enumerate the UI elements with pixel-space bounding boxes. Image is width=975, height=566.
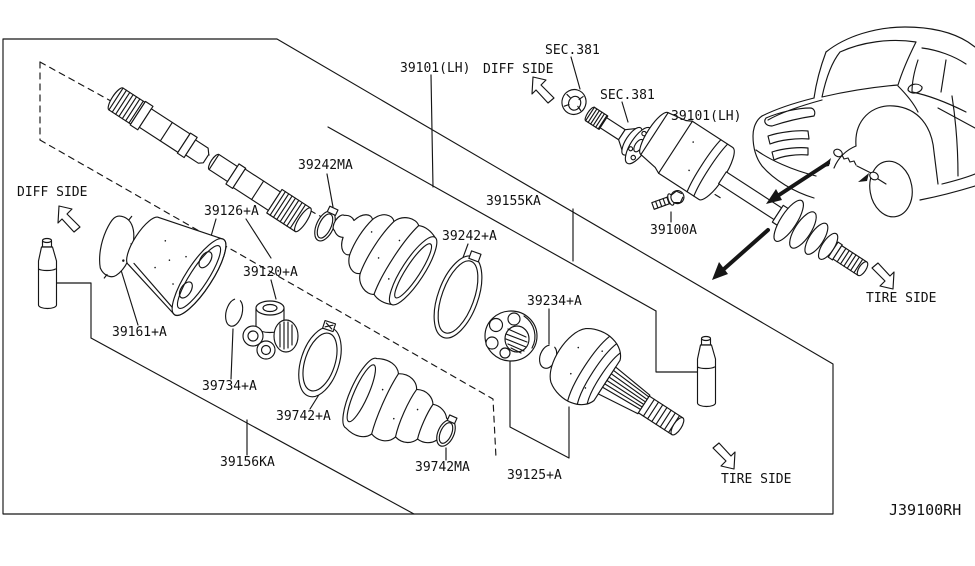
section-ref-seal: SEC.381 bbox=[545, 43, 600, 58]
grease-tube-right bbox=[696, 335, 717, 408]
grease-tube-left bbox=[37, 237, 58, 310]
part-label-39742ma: 39742MA bbox=[415, 460, 470, 475]
section-ref-flange: SEC.381 bbox=[600, 88, 655, 103]
diff-side-arrow-left bbox=[57, 205, 81, 233]
kit-panel-lines bbox=[90, 126, 657, 515]
part-label-39242a: 39242+A bbox=[442, 229, 497, 244]
removal-arrows bbox=[712, 161, 830, 280]
outer-boot-large-clamp bbox=[298, 319, 342, 398]
part-label-39155ka: 39155KA bbox=[486, 194, 541, 209]
part-label-39125a: 39125+A bbox=[507, 468, 562, 483]
part-label-39234a: 39234+A bbox=[527, 294, 582, 309]
part-label-39126a: 39126+A bbox=[204, 204, 259, 219]
spider-assembly bbox=[242, 300, 299, 360]
tire-side-label-bottom: TIRE SIDE bbox=[721, 472, 792, 487]
drive-shaft-assembly bbox=[639, 111, 869, 277]
outer-boot-small-clamp bbox=[436, 414, 458, 447]
snap-ring bbox=[225, 298, 244, 327]
part-label-39101-exploded: 39101(LH) bbox=[400, 61, 471, 76]
part-label-39161a: 39161+A bbox=[112, 325, 167, 340]
drive-shaft-outer-section bbox=[207, 153, 312, 233]
inner-boot-large-clamp bbox=[433, 250, 483, 339]
tire-side-arrow-right bbox=[871, 262, 895, 290]
inner-joint-housing bbox=[126, 216, 227, 317]
tire-side-arrow-bottom bbox=[712, 442, 736, 470]
diff-side-label-left: DIFF SIDE bbox=[17, 185, 88, 200]
ball-cage bbox=[484, 310, 538, 362]
installed-axle bbox=[819, 148, 887, 185]
inner-boot bbox=[332, 214, 438, 306]
diagram-border bbox=[2, 38, 834, 515]
transfer-bolt bbox=[651, 190, 685, 210]
part-label-39734a: 39734+A bbox=[202, 379, 257, 394]
part-label-39742a: 39742+A bbox=[276, 409, 331, 424]
diagram-code: J39100RH bbox=[889, 501, 962, 519]
tire-side-label-right: TIRE SIDE bbox=[866, 291, 937, 306]
diff-side-arrow-top bbox=[531, 76, 555, 104]
part-label-39120a: 39120+A bbox=[243, 265, 298, 280]
oil-seal bbox=[561, 88, 587, 116]
part-label-39156ka: 39156KA bbox=[220, 455, 275, 470]
part-label-39101-installed: 39101(LH) bbox=[671, 109, 742, 124]
drive-shaft-inner-section bbox=[107, 87, 210, 164]
part-label-39100a: 39100A bbox=[650, 223, 697, 238]
part-label-39242ma: 39242MA bbox=[298, 158, 353, 173]
diff-side-label-top: DIFF SIDE bbox=[483, 62, 554, 77]
dust-shield bbox=[99, 215, 137, 279]
car-illustration bbox=[752, 26, 975, 218]
inner-boot-small-clamp bbox=[314, 205, 339, 242]
outer-joint bbox=[549, 328, 685, 436]
outer-boot bbox=[342, 357, 456, 444]
